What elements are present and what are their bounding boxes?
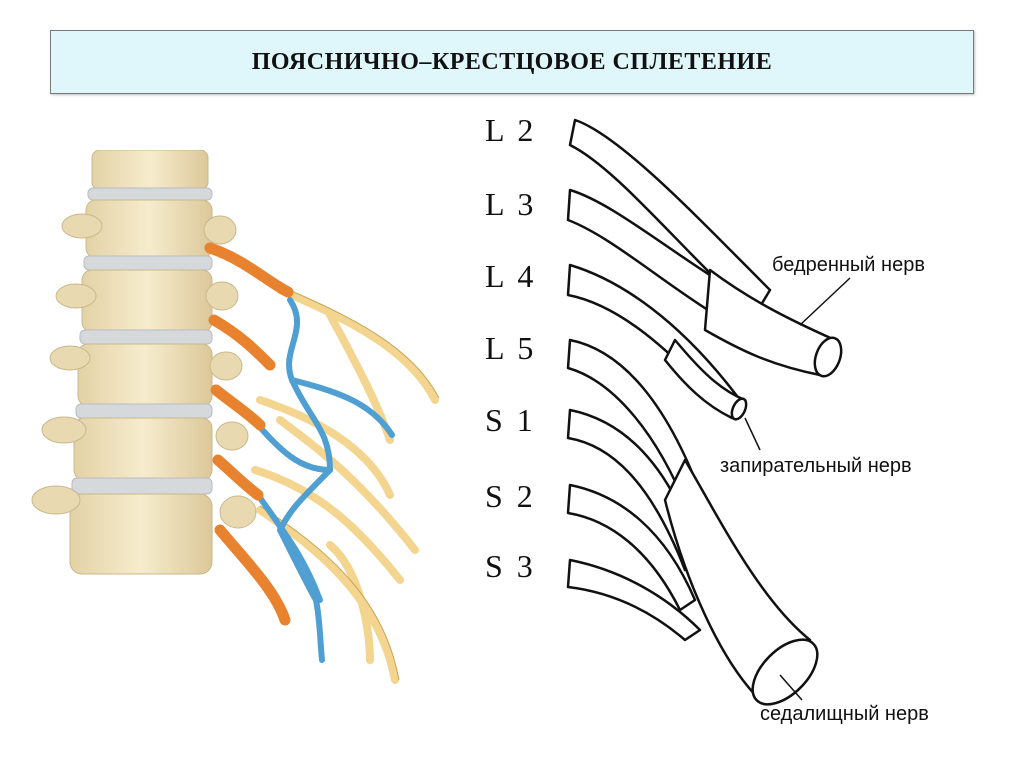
root-label-s1: S 1 xyxy=(485,402,536,439)
root-label-l3: L 3 xyxy=(485,186,536,223)
femoral-nerve-label: бедренный нерв xyxy=(772,254,925,277)
sciatic-nerve-label: седалищный нерв xyxy=(760,703,929,726)
root-label-l5: L 5 xyxy=(485,330,536,367)
plexus-rami xyxy=(568,120,846,716)
root-label-l2: L 2 xyxy=(485,112,536,149)
root-label-l4: L 4 xyxy=(485,258,536,295)
root-label-s2: S 2 xyxy=(485,478,536,515)
root-label-s3: S 3 xyxy=(485,548,536,585)
obturator-nerve-label: запирательный нерв xyxy=(720,455,912,478)
spine-illustration xyxy=(30,150,450,700)
title-banner: ПОЯСНИЧНО–КРЕСТЦОВОЕ СПЛЕТЕНИЕ xyxy=(50,30,974,94)
vertebral-column xyxy=(32,150,256,574)
page-title: ПОЯСНИЧНО–КРЕСТЦОВОЕ СПЛЕТЕНИЕ xyxy=(252,49,772,76)
